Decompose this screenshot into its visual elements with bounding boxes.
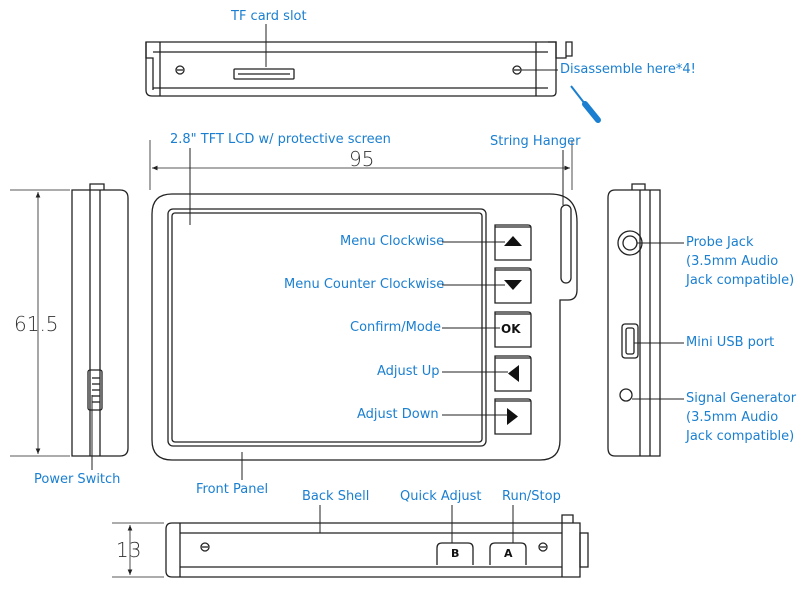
tf-card-slot-label: TF card slot xyxy=(231,9,307,24)
width-dimension: 95 xyxy=(349,147,375,171)
back-shell-label: Back Shell xyxy=(302,489,370,504)
ok-button-label: OK xyxy=(501,322,521,336)
front-panel-label: Front Panel xyxy=(196,482,269,497)
probe-jack-label-3: Jack compatible) xyxy=(686,273,795,288)
screwdriver-icon xyxy=(570,85,601,123)
power-switch-label: Power Switch xyxy=(34,472,121,487)
string-hanger-label: String Hanger xyxy=(490,134,581,149)
signal-generator-label-1: Signal Generator xyxy=(686,391,797,406)
adjust-up-label: Adjust Up xyxy=(377,364,440,379)
probe-jack-label-1: Probe Jack xyxy=(686,235,754,250)
menu-ccw-label: Menu Counter Clockwise xyxy=(284,277,445,292)
adjust-down-label: Adjust Down xyxy=(357,407,439,422)
front-buttons xyxy=(494,224,532,435)
signal-generator-label-3: Jack compatible) xyxy=(686,429,795,444)
confirm-mode-label: Confirm/Mode xyxy=(350,320,442,335)
right-arrow-icon xyxy=(507,408,518,425)
height-dimension: 61.5 xyxy=(14,312,59,336)
a-button-label: A xyxy=(504,547,513,560)
front-view xyxy=(149,140,578,461)
run-stop-label: Run/Stop xyxy=(502,489,561,504)
down-arrow-icon xyxy=(504,280,522,290)
top-view xyxy=(145,24,573,97)
signal-generator-label-2: (3.5mm Audio xyxy=(686,410,779,425)
bottom-view xyxy=(112,505,589,578)
lcd-label: 2.8" TFT LCD w/ protective screen xyxy=(170,132,391,147)
b-button-label: B xyxy=(451,547,460,560)
probe-jack-label-2: (3.5mm Audio xyxy=(686,254,779,269)
left-view xyxy=(10,183,129,470)
menu-cw-label: Menu Clockwise xyxy=(340,234,445,249)
thickness-dimension: 13 xyxy=(116,538,142,562)
left-arrow-icon xyxy=(508,365,519,382)
disassemble-label: Disassemble here*4! xyxy=(560,62,696,77)
quick-adjust-label: Quick Adjust xyxy=(400,489,482,504)
mini-usb-label: Mini USB port xyxy=(686,335,775,350)
right-view xyxy=(607,183,684,457)
up-arrow-icon xyxy=(504,236,522,246)
